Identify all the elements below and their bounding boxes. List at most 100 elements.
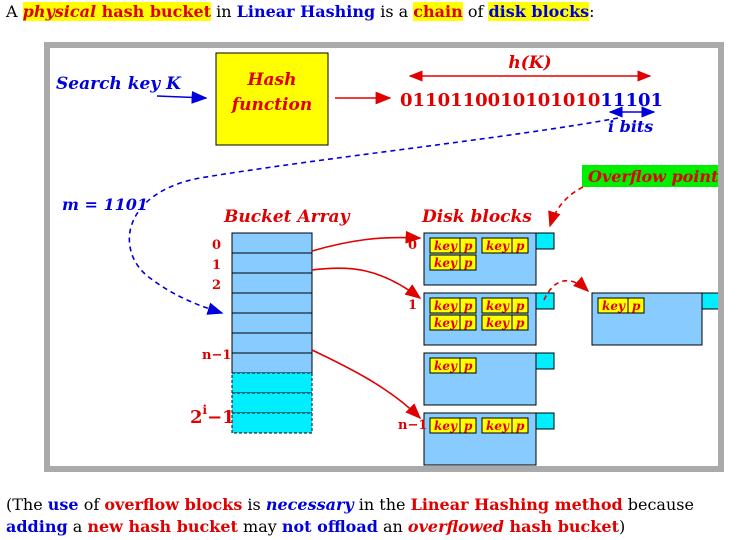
title-chain: chain (413, 2, 463, 21)
footer-hash-bucket: hash bucket (503, 517, 619, 536)
footer-close-paren: ) (618, 517, 626, 536)
record-pointer: p (464, 239, 473, 253)
record-pointer: p (632, 299, 641, 313)
bucket-array (231, 232, 313, 434)
title-hash-bucket: hash bucket (96, 2, 212, 21)
bucket-slot-unused-1 (231, 372, 313, 394)
i-bits-label: i bits (608, 117, 653, 136)
hash-bits-prefix: 0110110010101010 (400, 90, 600, 111)
footer-necessary: necessary (265, 495, 354, 514)
record-key: key (486, 299, 510, 313)
title-physical: physical (22, 2, 97, 21)
page-title: A physical hash bucket in Linear Hashing… (6, 2, 595, 21)
overflow-chain-arrow (543, 276, 590, 301)
disk-block-n-1: key p key p (423, 412, 555, 466)
bucket-1-arrow (311, 267, 422, 299)
bucket-slot-2 (231, 272, 313, 294)
bucket-n-1-arrow (311, 349, 422, 420)
bucket-index-2i-base: 2 (190, 407, 203, 428)
footer-use: use (47, 495, 79, 514)
record-key: key (486, 239, 510, 253)
bucket-slot-3 (231, 292, 313, 314)
overflow-pointer-badge (582, 165, 718, 187)
record-key: key (602, 299, 626, 313)
footer-text-because: because (622, 495, 694, 514)
bucket-slot-unused-2 (231, 392, 313, 414)
hash-bits: 011011001010101011101 (400, 90, 663, 111)
title-text-is-a: is a (375, 2, 414, 21)
title-text-of: of (462, 2, 489, 21)
search-key-label: Search key K (56, 74, 182, 94)
record-pointer: p (516, 299, 525, 313)
disk-block-index-0: 0 (408, 238, 417, 253)
bucket-index-0: 0 (212, 238, 221, 253)
record-pointer: p (464, 316, 473, 330)
footer-text-is: is (242, 495, 266, 514)
disk-block-n-1-pointer-cell (535, 412, 555, 430)
disk-block-1-pointer-cell (535, 292, 555, 310)
footer-overflowed: overflowed (407, 517, 504, 536)
disk-block-2: key p (423, 352, 555, 406)
record-pointer: p (464, 256, 473, 270)
bucket-index-1: 1 (212, 258, 221, 273)
record-pointer: p (516, 316, 525, 330)
record-key: key (434, 256, 458, 270)
bucket-slot-0 (231, 232, 313, 254)
record-pointer: p (516, 419, 525, 433)
footer-text-a: a (67, 517, 88, 536)
record-key: key (434, 299, 458, 313)
hash-bits-suffix: 11101 (600, 90, 663, 111)
footer-note: (The use of overflow blocks is necessary… (6, 494, 754, 538)
bucket-slot-n-1 (231, 352, 313, 374)
disk-block-0: key p key p key p (423, 232, 555, 286)
record-pointer: p (516, 239, 525, 253)
record-pointer: p (464, 299, 473, 313)
overflow-block: key p (591, 292, 718, 346)
hash-function-box (215, 52, 329, 146)
footer-overflow-blocks: overflow blocks (104, 495, 243, 514)
footer-text-in-the: in the (353, 495, 411, 514)
disk-block-2-pointer-cell (535, 352, 555, 370)
title-colon: : (589, 2, 595, 21)
disk-block-index-1: 1 (408, 298, 417, 313)
footer-text-may: may (237, 517, 282, 536)
bucket-0-arrow (311, 230, 422, 252)
footer-text-1: (The (6, 495, 48, 514)
footer-method: Linear Hashing method (410, 495, 623, 514)
title-text-a: A (6, 2, 23, 21)
m-label: m = 1101 (62, 195, 148, 214)
bucket-index-2: 2 (212, 278, 221, 293)
footer-adding: adding (6, 517, 68, 536)
hash-function-line1: Hash (246, 70, 296, 90)
overflow-pointer-label: Overflow pointer (588, 167, 718, 186)
bucket-slot-unused-3 (231, 412, 313, 434)
footer-not-offload: not offload (281, 517, 378, 536)
linear-hashing-diagram: Search key K Hash function h(K) 01101100… (56, 52, 718, 466)
hk-label: h(K) (508, 53, 551, 73)
bucket-slot-4 (231, 312, 313, 334)
disk-block-1: key p key p key p key p (423, 292, 555, 346)
record-key: key (434, 316, 458, 330)
diagram-frame: Search key K Hash function h(K) 01101100… (44, 42, 724, 472)
footer-text-of: of (78, 495, 105, 514)
record-key: key (434, 419, 458, 433)
record-key: key (434, 239, 458, 253)
search-key-arrow (156, 91, 208, 104)
bucket-index-2i-tail: −1 (207, 407, 235, 428)
record-key: key (486, 316, 510, 330)
record-key: key (486, 419, 510, 433)
disk-block-0-pointer-cell (535, 232, 555, 250)
overflow-pointer-arrow (548, 186, 584, 228)
bucket-index-2i-1: 2i−1 (190, 403, 235, 428)
bucket-index-n-1: n−1 (202, 348, 231, 363)
hash-function-line2: function (231, 95, 312, 115)
record-key: key (434, 359, 458, 373)
title-disk-blocks: disk blocks (488, 2, 590, 21)
footer-text-an: an (377, 517, 408, 536)
index-pointer-curve (128, 117, 619, 315)
bucket-array-label: Bucket Array (223, 207, 351, 227)
diagram-canvas: Search key K Hash function h(K) 01101100… (50, 48, 718, 466)
bucket-slot-5 (231, 332, 313, 354)
bucket-slot-1 (231, 252, 313, 274)
record-pointer: p (464, 359, 473, 373)
